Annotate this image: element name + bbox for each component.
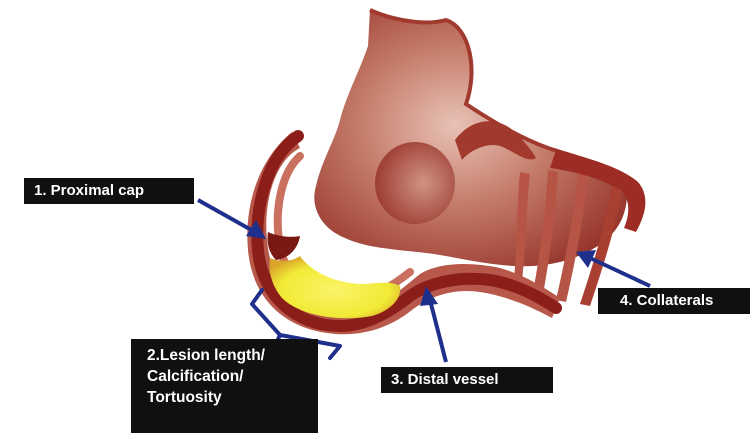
proximal-cap bbox=[267, 232, 300, 260]
lesion-label-line-2: Calcification/ bbox=[147, 366, 318, 387]
vessel-bulb bbox=[375, 142, 455, 224]
arrow-collaterals bbox=[576, 250, 650, 286]
lesion-label: 2.Lesion length/ Calcification/ Tortuosi… bbox=[131, 339, 318, 433]
collaterals-label-text: 4. Collaterals bbox=[620, 291, 750, 310]
proximal-cap-label-text: 1. Proximal cap bbox=[34, 181, 194, 200]
lesion-label-line-3: Tortuosity bbox=[147, 387, 318, 408]
collaterals-label: 4. Collaterals bbox=[598, 288, 750, 314]
lesion-label-line-1: 2.Lesion length/ bbox=[147, 345, 318, 366]
distal-vessel-label-text: 3. Distal vessel bbox=[391, 370, 553, 389]
arrow-distal-vessel bbox=[420, 286, 446, 362]
distal-vessel-label: 3. Distal vessel bbox=[381, 367, 553, 393]
proximal-cap-label: 1. Proximal cap bbox=[24, 178, 194, 204]
